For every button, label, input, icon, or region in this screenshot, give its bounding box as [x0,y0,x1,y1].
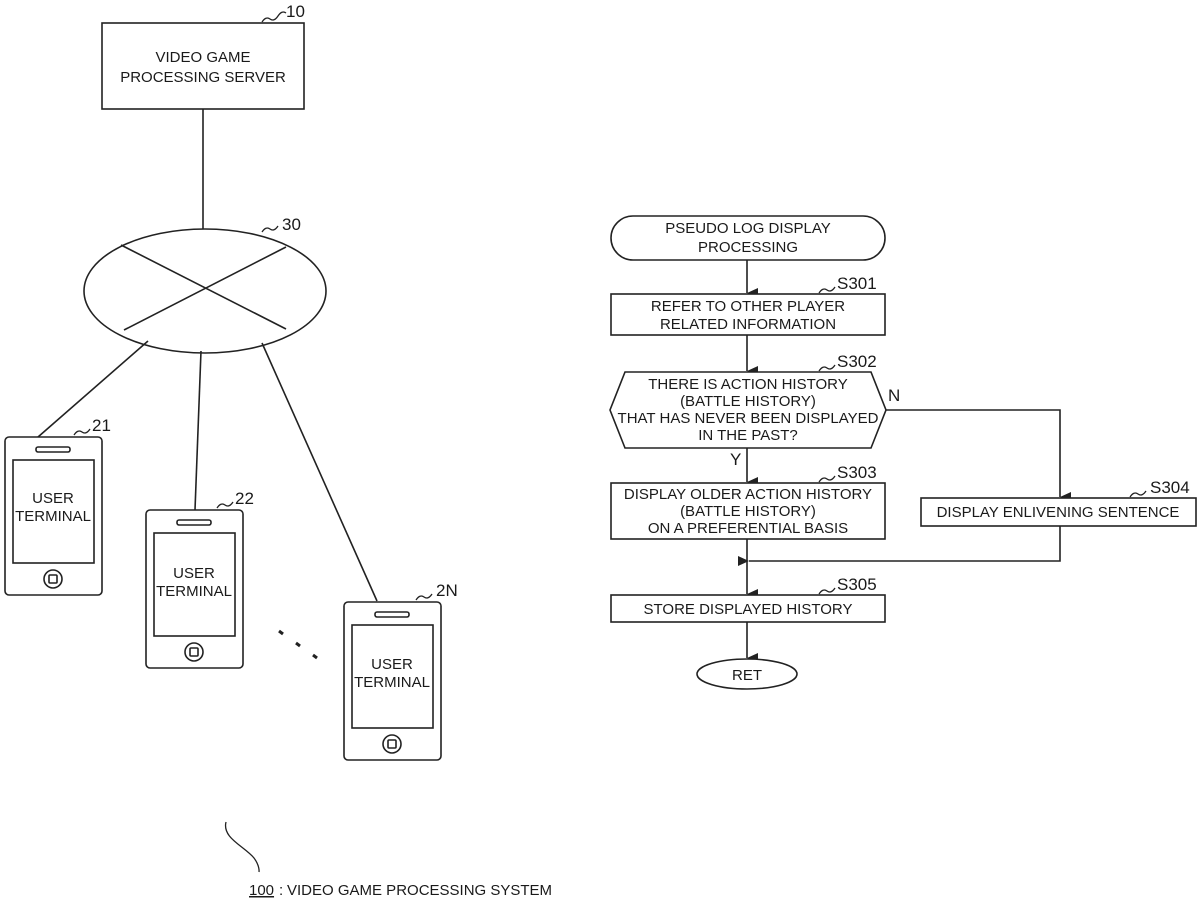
terminal-label-line1: USER [371,656,413,673]
s303-line1: DISPLAY OLDER ACTION HISTORY [624,486,872,503]
leader-squiggle [262,226,278,232]
leader-squiggle [1130,491,1146,497]
server-label-line1: VIDEO GAME [155,49,250,66]
flowchart-start: PSEUDO LOG DISPLAY PROCESSING [611,216,885,260]
s304-line1: DISPLAY ENLIVENING SENTENCE [937,504,1180,521]
network-terminal-link [195,351,201,510]
terminal-label-line1: USER [173,565,215,582]
s302-line3: THAT HAS NEVER BEEN DISPLAYED [618,410,879,427]
s303-id: S303 [837,463,877,482]
caption-leader [226,822,260,872]
s301-line1: REFER TO OTHER PLAYER [651,298,845,315]
leader-squiggle [819,476,835,482]
user-terminal-2n: USER TERMINAL 2N [344,581,458,760]
server-label-line2: PROCESSING SERVER [120,69,286,86]
user-terminal-22: USER TERMINAL 22 [146,489,254,668]
network-terminal-link [262,343,377,601]
leader-squiggle [217,502,233,508]
start-label-line1: PSEUDO LOG DISPLAY [665,220,831,237]
caption-text: VIDEO GAME PROCESSING SYSTEM [287,882,552,899]
video-game-processing-server: VIDEO GAME PROCESSING SERVER 10 [102,2,305,109]
step-s302-decision: THERE IS ACTION HISTORY (BATTLE HISTORY)… [610,352,900,469]
leader-squiggle [819,588,835,594]
step-s304: DISPLAY ENLIVENING SENTENCE S304 [921,478,1196,526]
network-ref: 30 [282,215,301,234]
step-s305: STORE DISPLAYED HISTORY S305 [611,575,885,622]
figure-caption: 100 : VIDEO GAME PROCESSING SYSTEM [226,822,553,899]
s302-line2: (BATTLE HISTORY) [680,393,816,410]
terminal-ref: 2N [436,581,458,600]
terminal-ref: 21 [92,416,111,435]
leader-squiggle [819,365,835,371]
leader-squiggle [416,594,432,600]
s302-id: S302 [837,352,877,371]
terminal-label-line2: TERMINAL [156,583,232,600]
leader-squiggle [74,429,90,435]
leader-squiggle [819,287,835,293]
s305-line1: STORE DISPLAYED HISTORY [644,601,853,618]
s304-id: S304 [1150,478,1190,497]
leader-squiggle [262,12,286,22]
s303-line3: ON A PREFERENTIAL BASIS [648,520,848,537]
step-s303: DISPLAY OLDER ACTION HISTORY (BATTLE HIS… [611,463,885,539]
s301-line2: RELATED INFORMATION [660,316,836,333]
end-label: RET [732,667,762,684]
s301-id: S301 [837,274,877,293]
terminal-label-line2: TERMINAL [354,674,430,691]
terminal-label-line1: USER [32,490,74,507]
flowchart-end: RET [697,659,797,689]
server-ref: 10 [286,2,305,21]
network: 30 [84,215,326,353]
s302-no-label: N [888,386,900,405]
start-label-line2: PROCESSING [698,239,798,256]
user-terminal-21: USER TERMINAL 21 [5,416,111,595]
s302-yes-label: Y [730,450,741,469]
s302-line4: IN THE PAST? [698,427,797,444]
ellipsis-dots [279,631,317,658]
caption-separator: : [279,882,283,899]
terminal-label-line2: TERMINAL [15,508,91,525]
step-s301: REFER TO OTHER PLAYER RELATED INFORMATIO… [611,274,885,335]
s303-line2: (BATTLE HISTORY) [680,503,816,520]
terminal-ref: 22 [235,489,254,508]
caption-ref: 100 [249,882,274,899]
s305-id: S305 [837,575,877,594]
flow-arrow-no [886,410,1060,497]
s302-line1: THERE IS ACTION HISTORY [648,376,847,393]
